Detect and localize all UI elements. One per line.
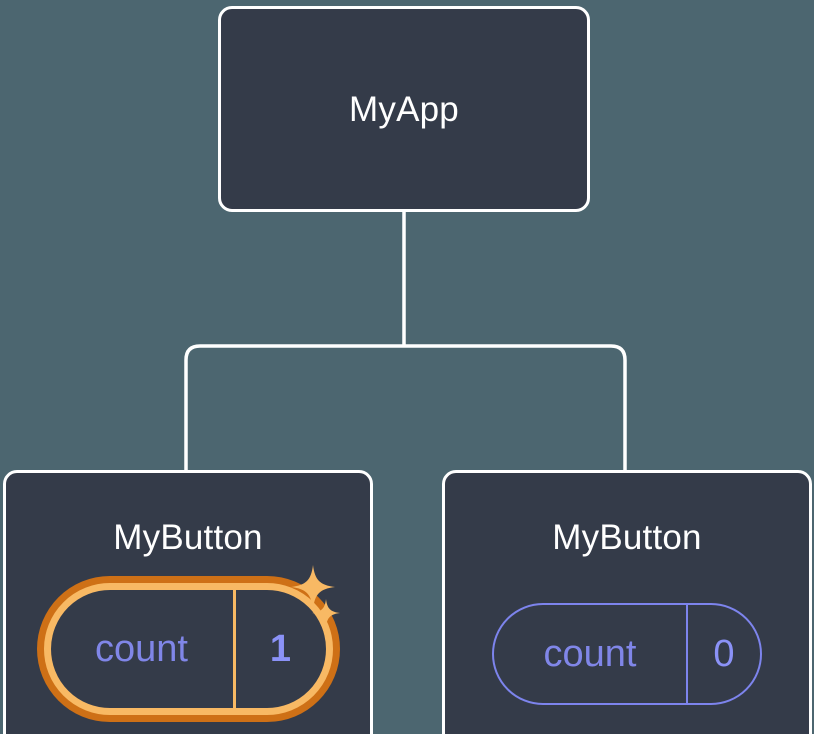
state-pill-highlighted[interactable]: count 1 [43, 583, 333, 715]
state-value-cell: 0 [688, 605, 760, 703]
node-title: MyApp [349, 89, 459, 129]
connector-child-bar [184, 344, 627, 470]
node-myapp[interactable]: MyApp [218, 6, 590, 212]
state-key-label: count [95, 628, 188, 670]
state-pill-wrap-1: count 0 [492, 603, 762, 705]
state-value-label: 1 [269, 628, 292, 670]
state-pill[interactable]: count 0 [492, 603, 762, 705]
state-value-cell: 1 [236, 590, 326, 708]
pill-divider [686, 605, 688, 703]
node-mybutton-0[interactable]: MyButton count 1 [3, 470, 373, 734]
state-key-cell: count [494, 605, 686, 703]
pill-divider [232, 590, 236, 708]
node-title: MyButton [113, 518, 263, 557]
state-pill-wrap-0: count 1 [43, 565, 340, 715]
node-title: MyButton [552, 518, 702, 557]
state-key-cell: count [51, 590, 233, 708]
state-value-label: 0 [713, 633, 735, 675]
state-key-label: count [543, 633, 637, 675]
node-mybutton-1[interactable]: MyButton count 0 [442, 470, 812, 734]
